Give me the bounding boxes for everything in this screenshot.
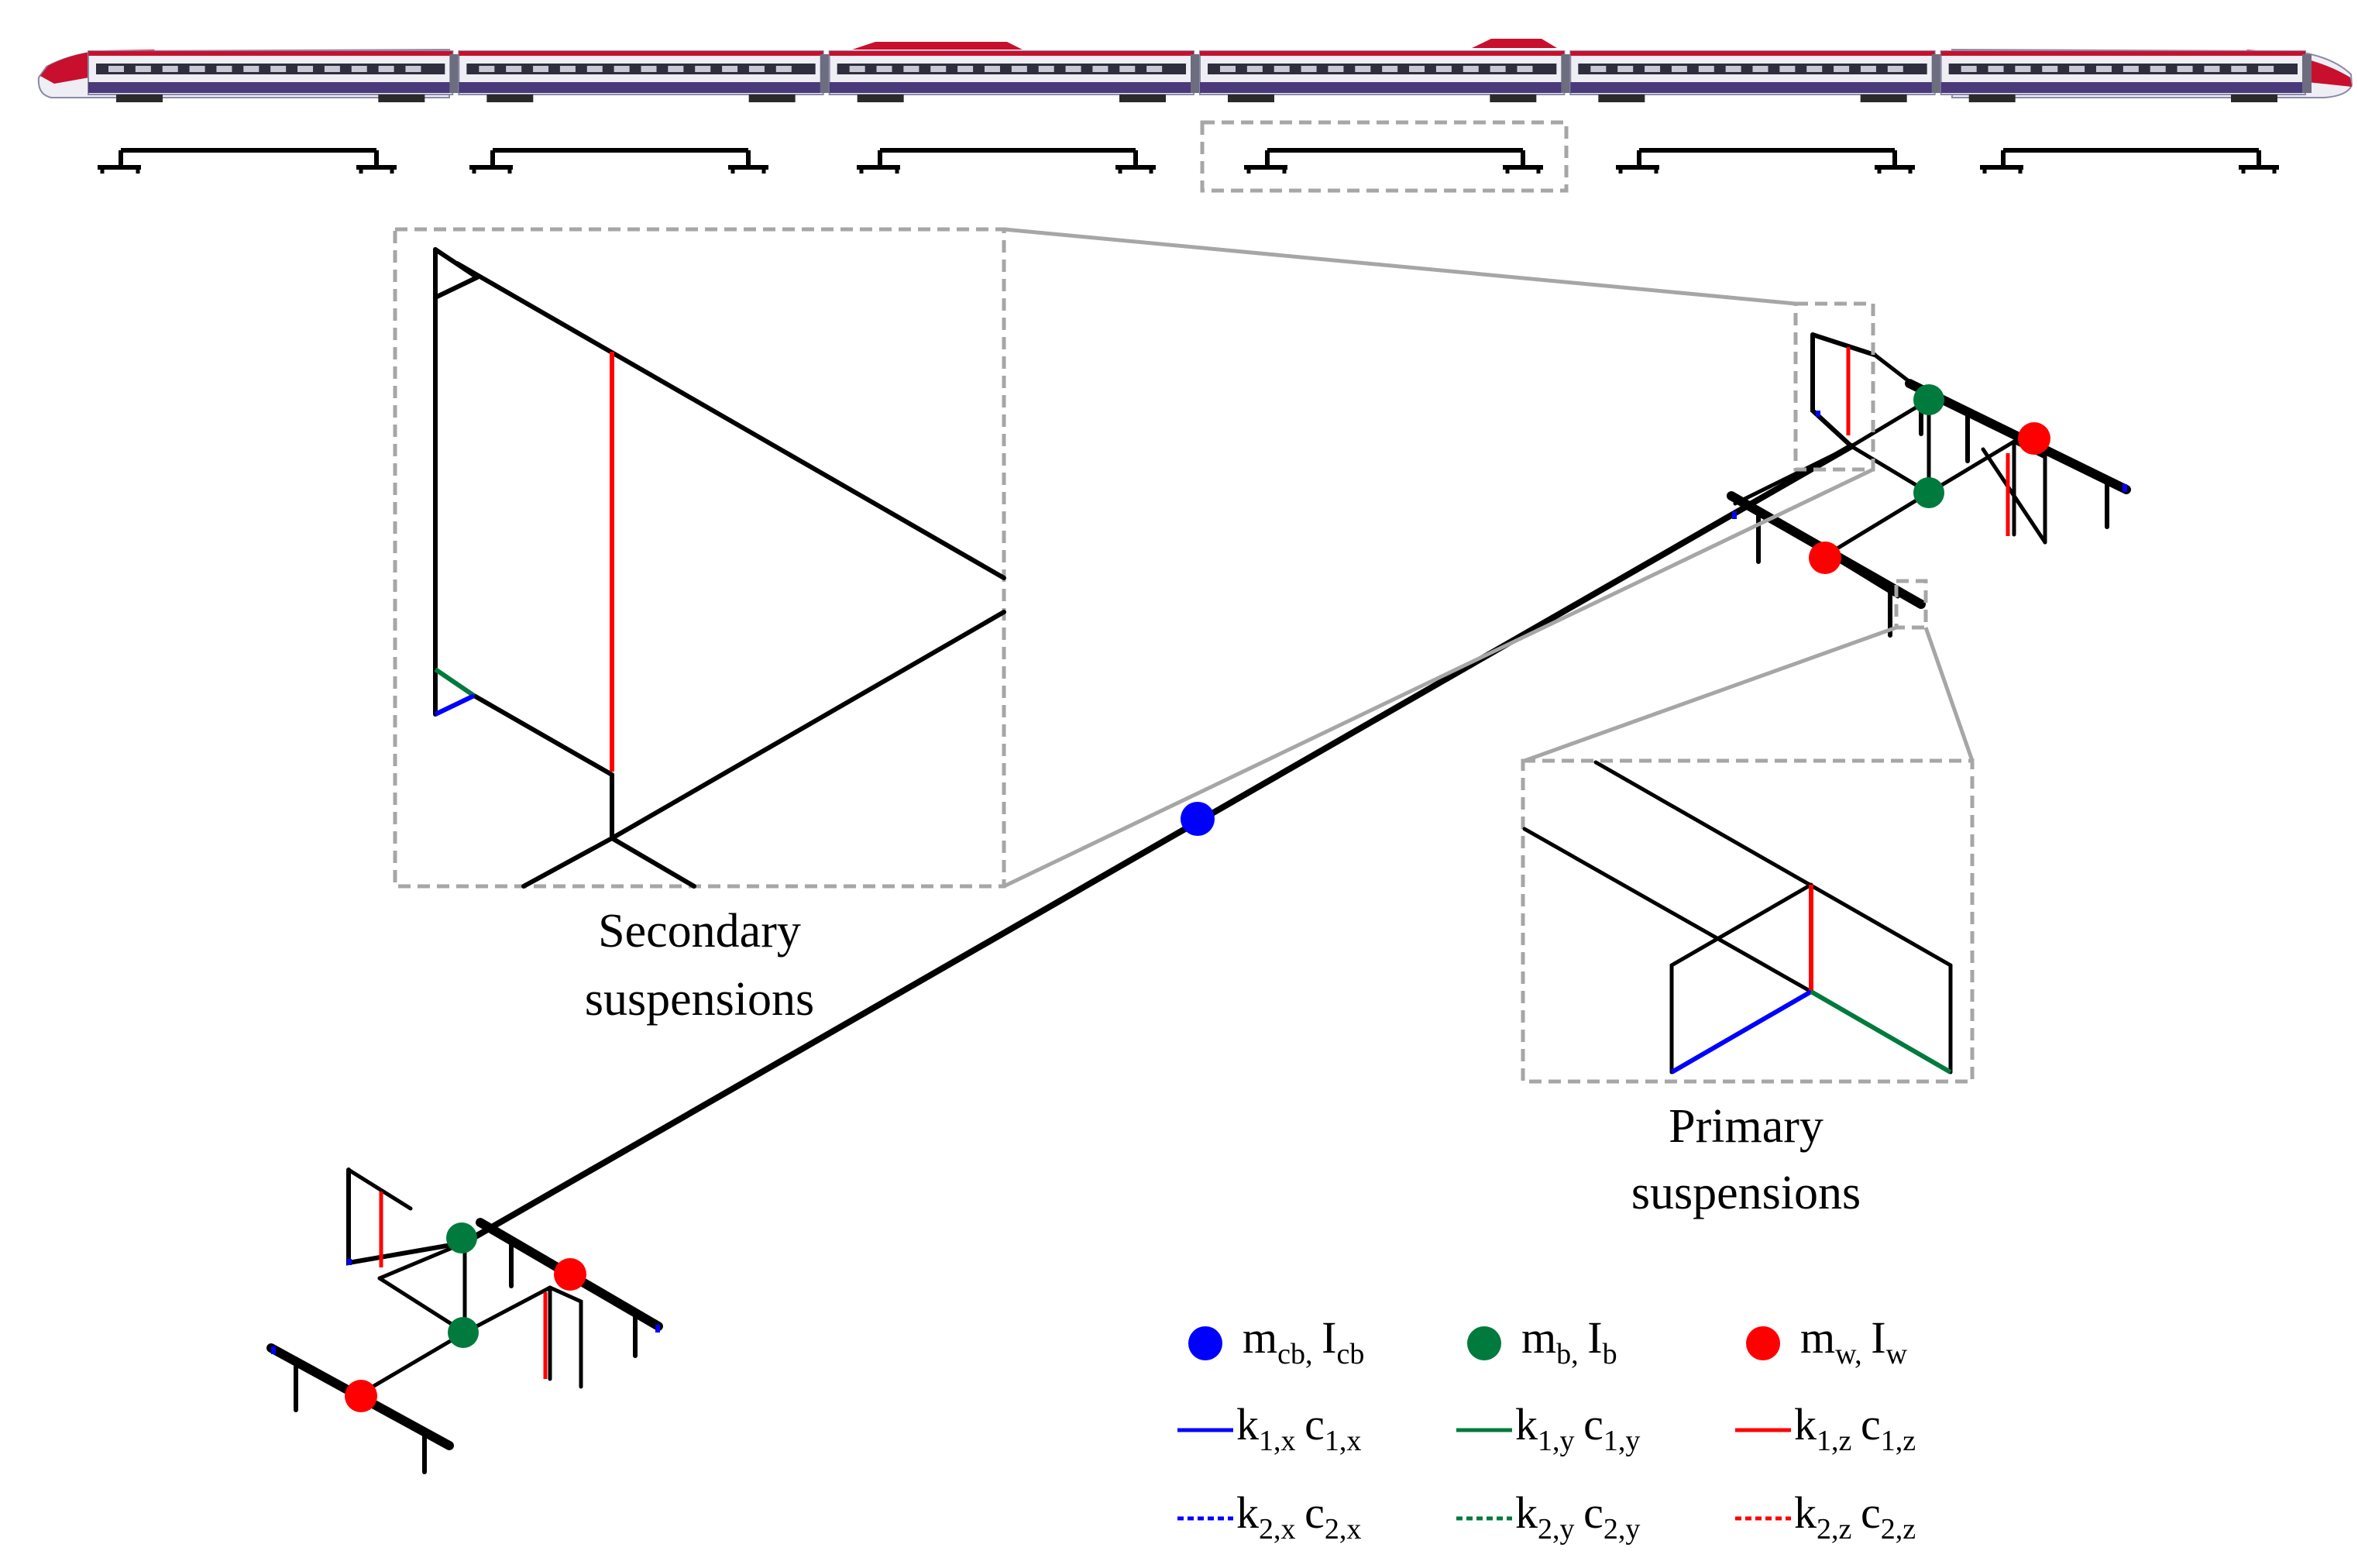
train-car-1 — [88, 50, 459, 102]
front-bogie — [1727, 332, 2131, 638]
train-car-3 — [828, 50, 1200, 102]
legend-secondary-3-label: k2,z c2,z — [1794, 1487, 1916, 1546]
green-mass-dot-icon — [1467, 1326, 1501, 1360]
bogie-mass-front-lower — [1913, 477, 1944, 508]
train-car-4 — [1199, 50, 1571, 102]
car-model-5 — [1616, 148, 1915, 174]
legend-primary-2-label: k1,y c1,y — [1515, 1399, 1640, 1457]
legend-secondary-3: k2,z c2,z — [1735, 1487, 1916, 1546]
car-model-3 — [857, 148, 1156, 174]
car-model-6 — [1980, 148, 2279, 174]
legend-secondary-2: k2,y c2,y — [1456, 1487, 1640, 1546]
car-body-mass — [1181, 802, 1215, 836]
pantograph-1 — [852, 42, 1023, 50]
secondary-zoom-box — [393, 227, 1006, 889]
blue-mass-dot-icon — [1188, 1326, 1222, 1360]
legend-mass-1-label: mcb, Icb — [1243, 1312, 1364, 1370]
car-model-2 — [469, 148, 768, 174]
legend-mass-3-label: mw, Iw — [1800, 1312, 1908, 1370]
secondary-caption-line1: Secondary — [598, 905, 801, 958]
primary-caption-line2: suspensions — [1631, 1167, 1861, 1219]
train-car-5 — [1569, 50, 1941, 102]
selected-car-box — [1200, 120, 1569, 193]
bogie-mass-front-upper — [1913, 384, 1944, 415]
rear-bogie — [266, 1167, 663, 1474]
bogie-mass-rear-upper — [446, 1222, 477, 1253]
legend-mass-2-label: mb, Ib — [1521, 1312, 1617, 1370]
legend-primary-3-label: k1,z c1,z — [1794, 1399, 1916, 1457]
primary-zoom-box — [1521, 758, 1975, 1084]
legend-mass-2: mb, Ib — [1467, 1312, 1617, 1370]
secondary-suspension-zoom: Secondary suspensions — [393, 227, 1875, 1026]
secondary-longitudinal-spring — [434, 693, 476, 717]
legend-secondary-2-label: k2,y c2,y — [1515, 1487, 1640, 1546]
train-car-6 — [1940, 50, 2312, 102]
wheel-mass-rear-upper — [554, 1258, 586, 1291]
primary-caption-line1: Primary — [1669, 1100, 1823, 1153]
car-model-4 — [1244, 148, 1543, 174]
legend: mcb, Icb mb, Ib mw, Iw k1,x c1,x k1,y c1,y k1… — [1177, 1312, 1916, 1546]
secondary-source-box — [1793, 301, 1875, 472]
red-mass-dot-icon — [1746, 1326, 1780, 1360]
primary-longitudinal-spring — [1670, 989, 1813, 1075]
legend-mass-3: mw, Iw — [1746, 1312, 1908, 1370]
primary-source-box — [1894, 579, 1928, 630]
legend-secondary-1: k2,x c2,x — [1177, 1487, 1361, 1546]
isometric-vehicle-model — [266, 332, 2131, 1474]
secondary-lateral-spring — [434, 667, 476, 698]
bogie-mass-rear-lower — [448, 1317, 479, 1348]
legend-mass-1: mcb, Icb — [1188, 1312, 1364, 1370]
train-car-2 — [458, 50, 830, 102]
car-body-line — [462, 443, 1854, 1246]
legend-secondary-1-label: k2,x c2,x — [1236, 1487, 1361, 1546]
pantograph-2 — [1472, 39, 1557, 48]
legend-primary-1-label: k1,x c1,x — [1236, 1399, 1361, 1457]
wheel-mass-rear-lower — [345, 1380, 377, 1412]
primary-suspension-zoom: Primary suspensions — [1521, 579, 1975, 1219]
legend-primary-2: k1,y c1,y — [1456, 1399, 1640, 1457]
wheel-mass-front-lower — [1809, 542, 1841, 574]
simplified-car-models — [98, 148, 2279, 174]
secondary-caption-line2: suspensions — [585, 973, 814, 1026]
primary-lateral-spring — [1810, 989, 1952, 1075]
train-image — [37, 39, 2353, 102]
legend-primary-3: k1,z c1,z — [1735, 1399, 1916, 1457]
legend-primary-1: k1,x c1,x — [1177, 1399, 1361, 1457]
wheel-mass-front-upper — [2018, 422, 2050, 455]
car-model-1 — [98, 148, 397, 174]
